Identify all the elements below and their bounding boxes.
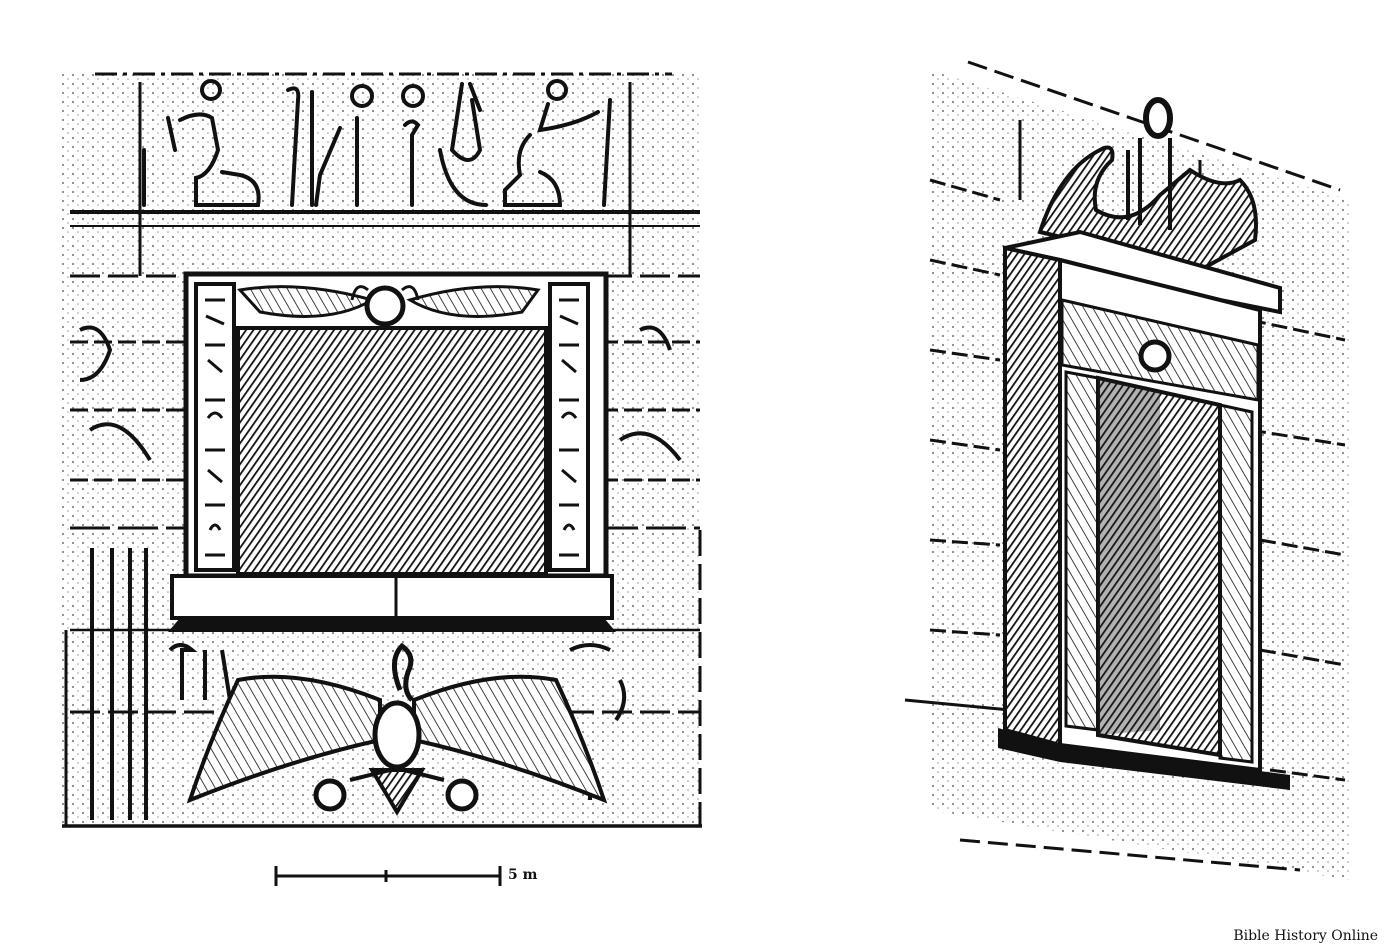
winged-sun-disk-icon: [237, 285, 541, 327]
window-sill: [168, 574, 616, 632]
perspective-right-jamb: [1218, 403, 1254, 764]
perspective-left-jamb: [1064, 370, 1100, 732]
watermark-text: Bible History Online: [1233, 928, 1378, 944]
perspective-window-opening: [1096, 375, 1222, 758]
perspective-winged-disk-icon: [1060, 298, 1260, 402]
egyptian-window-frontal: [62, 72, 702, 830]
right-jamb-inscription: [548, 282, 590, 572]
scale-bar: [274, 866, 502, 886]
egyptian-window-perspective: [904, 60, 1350, 880]
perspective-wall-courses: [904, 60, 1346, 872]
scale-bar-label: 5 m: [508, 867, 538, 883]
frame-side-face: [1003, 245, 1062, 748]
vulture-icon: [186, 642, 608, 816]
window-opening: [236, 326, 548, 576]
opening-shadow: [1098, 378, 1160, 735]
left-jamb-inscription: [194, 282, 236, 572]
perspective-sill: [998, 728, 1290, 790]
hieroglyph-frieze: [142, 79, 612, 207]
